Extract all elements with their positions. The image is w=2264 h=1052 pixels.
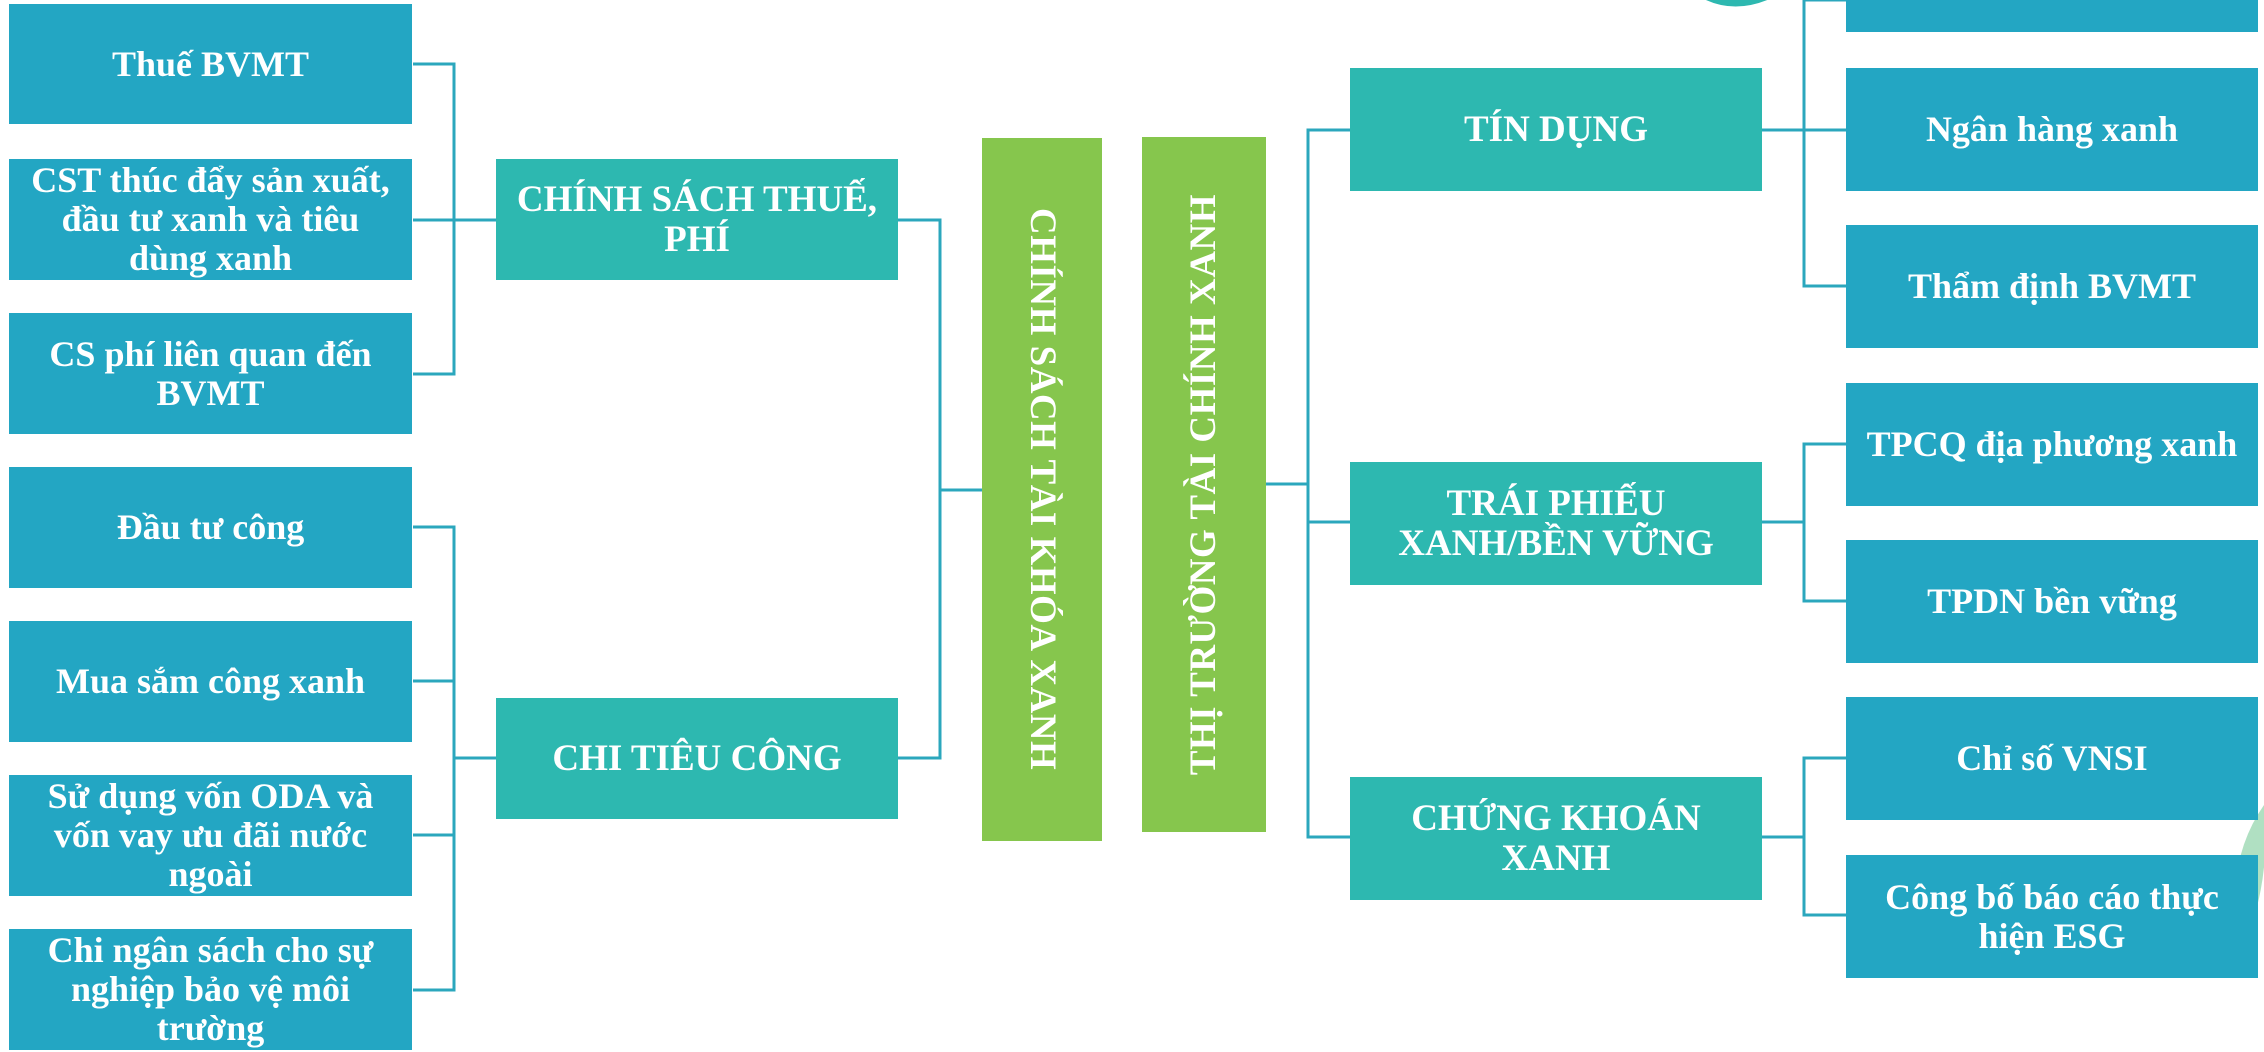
green-securities-box: CHỨNG KHOÁN XANH	[1350, 777, 1762, 900]
spending-item-green-procurement: Mua sắm công xanh	[9, 621, 412, 742]
spending-item-public-investment: Đầu tư công	[9, 467, 412, 588]
spending-item-environment-budget: Chi ngân sách cho sự nghiệp bảo vệ môi t…	[9, 929, 412, 1050]
securities-item-vnsi-index: Chỉ số VNSI	[1846, 697, 2258, 820]
securities-item-esg-report: Công bố báo cáo thực hiện ESG	[1846, 855, 2258, 978]
partial-box-top-right	[1846, 0, 2258, 32]
spending-item-oda-funds: Sử dụng vốn ODA và vốn vay ưu đãi nước n…	[9, 775, 412, 896]
green-financial-market-label: THỊ TRƯỜNG TÀI CHÍNH XANH	[1183, 193, 1225, 776]
tax-item-green-incentives: CST thúc đẩy sản xuất, đầu tư xanh và ti…	[9, 159, 412, 280]
tax-item-environment-tax: Thuế BVMT	[9, 4, 412, 124]
green-financial-market-pillar: THỊ TRƯỜNG TÀI CHÍNH XANH	[1142, 137, 1266, 832]
tax-fee-policy-box: CHÍNH SÁCH THUẾ, PHÍ	[496, 159, 898, 280]
credit-item-green-bank: Ngân hàng xanh	[1846, 68, 2258, 191]
bonds-item-corporate-sustainable: TPDN bền vững	[1846, 540, 2258, 663]
credit-item-environment-appraisal: Thẩm định BVMT	[1846, 225, 2258, 348]
leaf-decoration-top	[1706, 0, 1767, 7]
tax-item-environment-fees: CS phí liên quan đến BVMT	[9, 313, 412, 434]
green-bonds-box: TRÁI PHIẾU XANH/BỀN VỮNG	[1350, 462, 1762, 585]
credit-box: TÍN DỤNG	[1350, 68, 1762, 191]
green-fiscal-policy-pillar: CHÍNH SÁCH TÀI KHÓA XANH	[982, 138, 1102, 841]
green-fiscal-policy-label: CHÍNH SÁCH TÀI KHÓA XANH	[1021, 208, 1063, 771]
public-spending-box: CHI TIÊU CÔNG	[496, 698, 898, 819]
bonds-item-local-government: TPCQ địa phương xanh	[1846, 383, 2258, 506]
